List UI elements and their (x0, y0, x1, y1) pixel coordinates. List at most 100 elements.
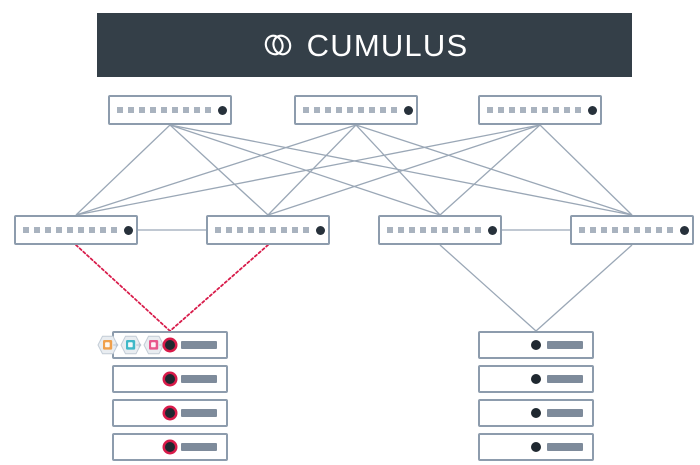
switch-port[interactable] (34, 227, 40, 233)
switch-port[interactable] (409, 227, 415, 233)
switch-port[interactable] (128, 107, 134, 113)
switch-port[interactable] (645, 227, 651, 233)
switch-port[interactable] (487, 107, 493, 113)
switch-port[interactable] (23, 227, 29, 233)
switch-port[interactable] (150, 107, 156, 113)
switch-port[interactable] (281, 227, 287, 233)
switch-port[interactable] (420, 227, 426, 233)
switch-port[interactable] (553, 107, 559, 113)
switch-port-active[interactable] (316, 226, 325, 235)
switch-port-active[interactable] (404, 106, 413, 115)
switch-port[interactable] (117, 107, 123, 113)
switch-port[interactable] (509, 107, 515, 113)
switch-port-active[interactable] (680, 226, 689, 235)
server-node[interactable] (478, 399, 594, 427)
switch-port[interactable] (358, 107, 364, 113)
switch-port[interactable] (347, 107, 353, 113)
server-node[interactable] (112, 433, 228, 461)
switch-port[interactable] (387, 227, 393, 233)
switch-port[interactable] (100, 227, 106, 233)
switch-port[interactable] (590, 227, 596, 233)
link-spine-leaf (76, 125, 170, 215)
switch-port[interactable] (601, 227, 607, 233)
leaf-switch[interactable] (14, 215, 138, 245)
server-status-dot[interactable] (531, 340, 541, 350)
switch-port[interactable] (336, 107, 342, 113)
container-badge-c-icon[interactable] (96, 334, 119, 356)
server-status-group (165, 442, 217, 452)
switch-port[interactable] (634, 227, 640, 233)
switch-port[interactable] (215, 227, 221, 233)
switch-port-active[interactable] (124, 226, 133, 235)
switch-port[interactable] (56, 227, 62, 233)
switch-port[interactable] (67, 227, 73, 233)
switch-port[interactable] (248, 227, 254, 233)
switch-port[interactable] (226, 227, 232, 233)
switch-port[interactable] (391, 107, 397, 113)
server-status-dot-alert[interactable] (165, 340, 175, 350)
switch-port[interactable] (325, 107, 331, 113)
switch-port[interactable] (431, 227, 437, 233)
spine-switch[interactable] (294, 95, 418, 125)
switch-port[interactable] (623, 227, 629, 233)
switch-port[interactable] (303, 107, 309, 113)
leaf-switch[interactable] (206, 215, 330, 245)
switch-port-active[interactable] (488, 226, 497, 235)
switch-port[interactable] (520, 107, 526, 113)
switch-port-active[interactable] (588, 106, 597, 115)
switch-port[interactable] (656, 227, 662, 233)
switch-port[interactable] (398, 227, 404, 233)
switch-port[interactable] (542, 107, 548, 113)
server-status-dot[interactable] (531, 374, 541, 384)
switch-port[interactable] (270, 227, 276, 233)
switch-port[interactable] (575, 107, 581, 113)
switch-port[interactable] (612, 227, 618, 233)
switch-port[interactable] (139, 107, 145, 113)
switch-port[interactable] (259, 227, 265, 233)
server-status-group (531, 374, 583, 384)
switch-port[interactable] (531, 107, 537, 113)
server-status-dot-alert[interactable] (165, 408, 175, 418)
switch-port[interactable] (111, 227, 117, 233)
switch-port[interactable] (78, 227, 84, 233)
switch-port[interactable] (380, 107, 386, 113)
switch-port[interactable] (464, 227, 470, 233)
link-leaf-server-alert (76, 245, 170, 331)
switch-port[interactable] (205, 107, 211, 113)
switch-port[interactable] (314, 107, 320, 113)
switch-port[interactable] (369, 107, 375, 113)
switch-port[interactable] (89, 227, 95, 233)
server-node[interactable] (112, 399, 228, 427)
switch-port[interactable] (194, 107, 200, 113)
switch-port[interactable] (45, 227, 51, 233)
server-node[interactable] (478, 365, 594, 393)
server-node[interactable] (478, 433, 594, 461)
switch-port[interactable] (453, 227, 459, 233)
switch-port[interactable] (161, 107, 167, 113)
switch-port[interactable] (292, 227, 298, 233)
server-status-dot[interactable] (531, 442, 541, 452)
switch-port[interactable] (303, 227, 309, 233)
leaf-switch[interactable] (378, 215, 502, 245)
switch-port[interactable] (667, 227, 673, 233)
server-node[interactable] (478, 331, 594, 359)
server-node[interactable] (112, 331, 228, 359)
server-status-dot-alert[interactable] (165, 442, 175, 452)
container-badge-c-icon[interactable] (119, 334, 142, 356)
switch-port[interactable] (183, 107, 189, 113)
container-badge-c-icon[interactable] (142, 334, 165, 356)
switch-port[interactable] (579, 227, 585, 233)
spine-switch[interactable] (478, 95, 602, 125)
switch-port[interactable] (498, 107, 504, 113)
server-node[interactable] (112, 365, 228, 393)
switch-port-active[interactable] (218, 106, 227, 115)
spine-switch[interactable] (108, 95, 232, 125)
switch-port[interactable] (237, 227, 243, 233)
switch-port[interactable] (172, 107, 178, 113)
server-status-dot-alert[interactable] (165, 374, 175, 384)
switch-port[interactable] (564, 107, 570, 113)
leaf-switch[interactable] (570, 215, 694, 245)
server-status-dot[interactable] (531, 408, 541, 418)
switch-port[interactable] (442, 227, 448, 233)
switch-port[interactable] (475, 227, 481, 233)
